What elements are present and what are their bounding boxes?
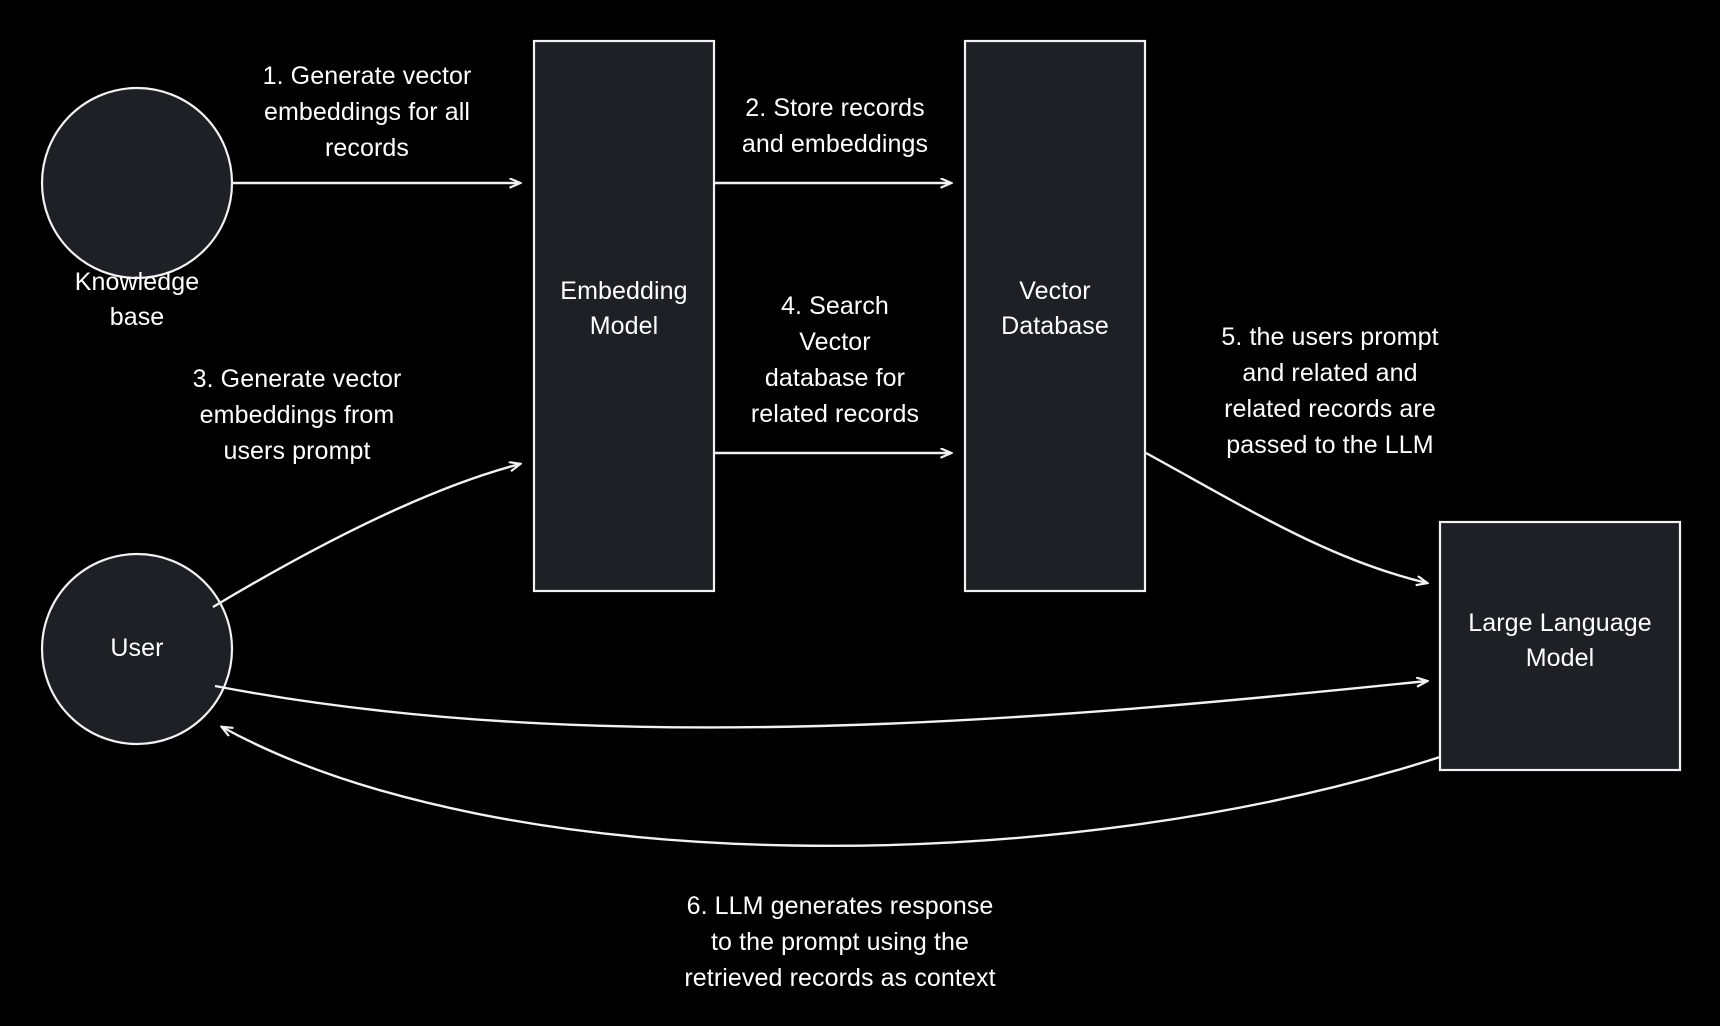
- node-label-large-language-model: Large Language Model: [1468, 609, 1652, 672]
- node-label-user: User: [110, 634, 164, 662]
- node-large-language-model[interactable]: [1438, 520, 1682, 772]
- node-embedding-model[interactable]: [532, 39, 716, 593]
- edge-label-step-1: 1. Generate vector embeddings for all re…: [262, 62, 472, 162]
- edge-label-step-2: 2. Store records and embeddings: [741, 94, 929, 158]
- edge-step-3-arrow: [212, 464, 520, 609]
- edge-label-step-6: 6. LLM generates response to the prompt …: [684, 892, 996, 992]
- node-user[interactable]: [40, 552, 234, 746]
- edge-label-step-4: 4. Search Vector database for related re…: [750, 292, 920, 428]
- node-label-embedding-model: Embedding Model: [560, 277, 688, 340]
- edge-step-5-arrow: [1145, 451, 1427, 583]
- edge-label-step-5: 5. the users prompt and related and rela…: [1221, 323, 1439, 459]
- node-label-knowledge-base: Knowledge base: [74, 268, 200, 331]
- node-label-vector-database: Vector Database: [1001, 277, 1109, 340]
- edge-user-to-llm-arrow: [214, 681, 1427, 729]
- node-knowledge-base[interactable]: [40, 86, 234, 280]
- node-vector-database[interactable]: [963, 39, 1147, 593]
- edge-step-6-arrow: [222, 727, 1441, 848]
- edge-label-step-3: 3. Generate vector embeddings from users…: [192, 365, 402, 465]
